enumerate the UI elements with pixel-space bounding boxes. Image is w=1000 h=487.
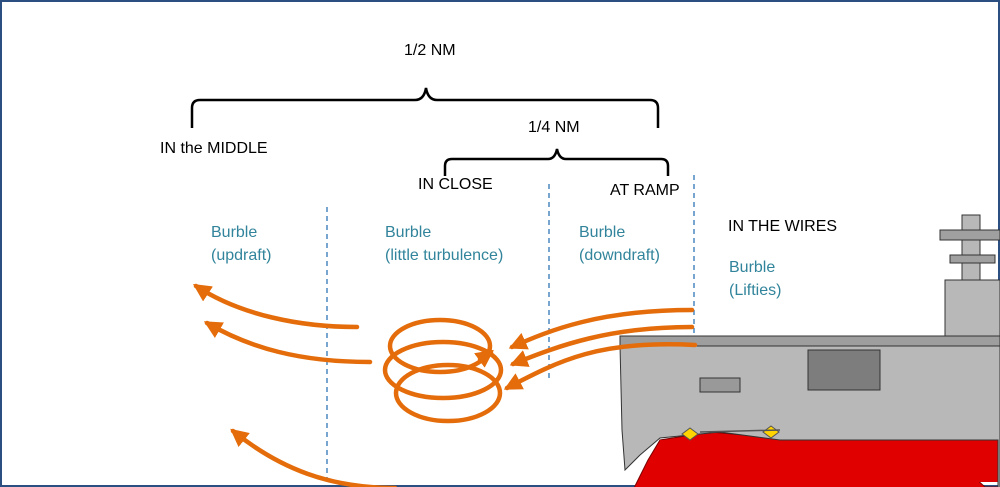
carrier-mast-top <box>939 229 1000 241</box>
carrier-radar <box>949 254 996 264</box>
zone-updraft-title: Burble <box>211 224 258 241</box>
carrier-hull-lower <box>660 440 1000 482</box>
carrier-shaft <box>699 429 781 433</box>
carrier-propeller-1 <box>681 427 699 441</box>
zone-lifties-title: Burble <box>729 259 776 276</box>
carrier-island <box>944 279 1000 337</box>
carrier-flight-deck <box>619 335 1000 347</box>
zone-little-turbulence-desc: (little turbulence) <box>385 247 504 264</box>
turbulence-loop-3 <box>393 362 503 424</box>
turbulence-loop-2 <box>382 339 504 401</box>
in-the-wires-label: IN THE WIRES <box>728 218 838 235</box>
zone-little-turbulence-title: Burble <box>385 224 432 241</box>
carrier-mast <box>961 214 981 281</box>
zone-updraft-desc: (updraft) <box>211 247 272 264</box>
quarter-nm-bracket <box>443 148 670 176</box>
airflow-arrows <box>192 283 698 487</box>
updraft-arrow-1 <box>192 283 360 330</box>
half-nm-label: 1/2 NM <box>404 42 456 59</box>
turbulence-loop-1 <box>387 317 493 375</box>
downdraft-arrow-1 <box>508 307 695 350</box>
zone-downdraft-desc: (downdraft) <box>579 247 660 264</box>
carrier-bay <box>699 377 741 393</box>
downdraft-arrow-2 <box>509 324 695 367</box>
zone-lifties-desc: (Lifties) <box>729 282 782 299</box>
downdraft-arrow-3 <box>503 342 698 391</box>
turbulence-arrow <box>474 349 494 368</box>
in-the-middle-label: IN the MIDDLE <box>160 140 268 157</box>
carrier-elevator-opening <box>807 349 881 391</box>
zone-downdraft-title: Burble <box>579 224 626 241</box>
updraft-arrow-3 <box>230 428 398 487</box>
quarter-nm-label: 1/4 NM <box>528 119 580 136</box>
half-nm-bracket <box>190 87 660 128</box>
updraft-arrow-2 <box>203 320 373 365</box>
aircraft-carrier <box>619 214 1000 487</box>
at-ramp-label: AT RAMP <box>610 182 680 199</box>
in-close-label: IN CLOSE <box>418 176 493 193</box>
